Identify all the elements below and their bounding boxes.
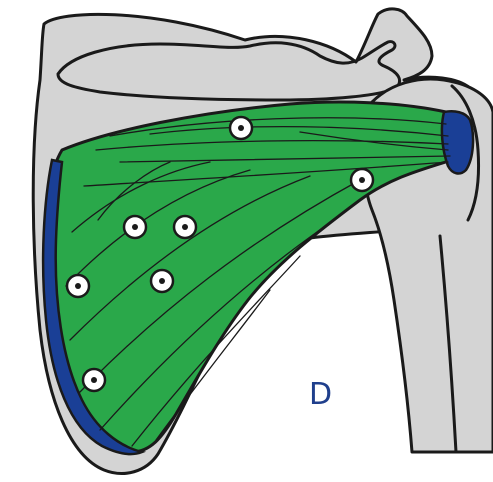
trigger-point-marker [83, 369, 105, 391]
trigger-point-marker [151, 270, 173, 292]
trigger-point-marker [174, 216, 196, 238]
trigger-point-marker [124, 216, 146, 238]
trigger-point-marker [351, 169, 373, 191]
trigger-point-marker [230, 117, 252, 139]
insertion-tendon [442, 111, 473, 173]
trigger-point-marker [67, 275, 89, 297]
panel-label: D [309, 377, 332, 412]
